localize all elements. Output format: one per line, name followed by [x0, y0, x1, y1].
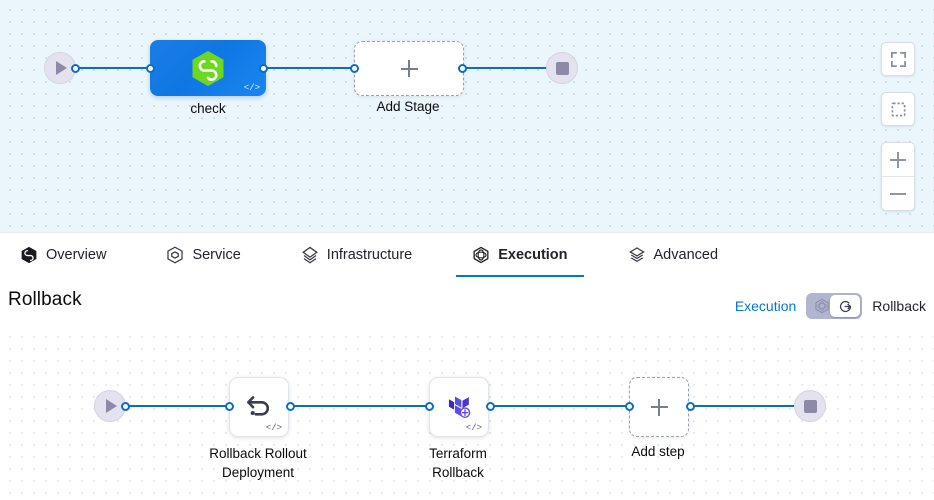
tab-label: Execution: [498, 247, 568, 263]
edge-step2-to-addstep: [490, 405, 630, 407]
rollback-arrow-icon: [839, 300, 851, 312]
rollback-canvas[interactable]: </> Rollback Rollout Deployment </> Terr…: [0, 327, 934, 500]
connector-dot: [625, 401, 634, 411]
connector-dot: [350, 63, 359, 73]
stage-canvas[interactable]: </> check Add Stage: [0, 0, 934, 232]
selection-button[interactable]: [881, 92, 915, 126]
connector-dot: [259, 63, 268, 73]
plus-icon: [650, 398, 668, 416]
page-title: Rollback: [8, 289, 82, 310]
tab-label: Advanced: [653, 247, 719, 263]
dashed-square-icon: [891, 102, 905, 116]
tab-label: Service: [192, 247, 241, 263]
rollback-end-node[interactable]: [794, 390, 826, 422]
tab-infrastructure[interactable]: Infrastructure: [295, 233, 418, 278]
connector-dot: [286, 401, 295, 411]
expand-icon: [890, 51, 906, 67]
edge-step1-to-step2: [290, 405, 430, 407]
tab-label: Infrastructure: [326, 247, 413, 263]
edge-start-to-check: [74, 67, 156, 69]
add-stage-label: Add Stage: [376, 99, 440, 114]
tab-label: Overview: [46, 247, 107, 263]
play-icon: [106, 399, 117, 413]
tab-execution[interactable]: Execution: [456, 233, 584, 278]
edge-addstage-to-end: [459, 67, 554, 69]
toggle-switch[interactable]: [806, 293, 863, 319]
zoom-controls: [881, 142, 915, 211]
plus-icon: [400, 60, 418, 77]
rollback-start-node[interactable]: [94, 390, 126, 422]
play-icon: [56, 61, 67, 75]
code-badge: </>: [265, 423, 282, 433]
toggle-label-rollback[interactable]: Rollback: [872, 298, 926, 314]
stop-icon: [555, 61, 569, 75]
step-node-terraform-rollback[interactable]: </>: [429, 377, 489, 437]
step-node-rollback-rollout-deployment[interactable]: </>: [229, 377, 289, 437]
pipeline-end-node[interactable]: [546, 52, 578, 84]
edge-addstep-to-end: [688, 405, 806, 407]
connector-dot: [225, 401, 234, 411]
service-hexagon-icon: [167, 246, 184, 264]
connector-dot: [486, 401, 495, 411]
harness-hexagon-icon: [192, 50, 224, 86]
tab-overview[interactable]: Overview: [14, 233, 112, 278]
toggle-label-execution[interactable]: Execution: [734, 298, 797, 314]
minus-icon: [890, 192, 906, 195]
advanced-stack-icon: [628, 247, 645, 263]
infrastructure-layers-icon: [301, 246, 318, 264]
rollback-header: Rollback Execution Rollback: [0, 277, 934, 327]
connector-dot: [686, 401, 695, 411]
code-badge: </>: [243, 83, 260, 93]
stage-node-check[interactable]: </>: [150, 40, 266, 96]
overview-hexagon-icon: [21, 246, 37, 264]
zoom-out-button[interactable]: [882, 176, 914, 210]
execution-icon: [473, 246, 489, 264]
connector-dot: [146, 63, 155, 73]
toggle-knob[interactable]: [830, 295, 861, 317]
step-label: Terraform Rollback: [429, 446, 487, 480]
tab-advanced[interactable]: Advanced: [622, 233, 725, 278]
fullscreen-button[interactable]: [881, 42, 915, 76]
pipeline-start-node[interactable]: [44, 52, 76, 84]
add-step-node[interactable]: [629, 377, 689, 437]
add-stage-node[interactable]: [354, 41, 464, 96]
execution-rollback-toggle: Execution Rollback: [735, 293, 926, 319]
pipeline-tabs: Overview Service Infrastructure Exe: [0, 232, 934, 278]
connector-dot: [71, 63, 80, 73]
execution-icon: [815, 298, 830, 314]
edge-start-to-step1: [124, 405, 228, 407]
stage-label-check: check: [190, 101, 226, 116]
plus-icon: [890, 151, 906, 168]
undo-arrow-icon: [247, 396, 270, 416]
add-step-label: Add step: [631, 444, 685, 459]
stop-icon: [803, 399, 817, 413]
connector-dot: [425, 401, 434, 411]
connector-dot: [458, 63, 467, 73]
code-badge: </>: [465, 423, 482, 433]
connector-dot: [121, 401, 130, 411]
tab-service[interactable]: Service: [160, 233, 246, 278]
step-label: Rollback Rollout Deployment: [209, 446, 307, 480]
edge-check-to-addstage: [261, 67, 356, 69]
terraform-icon: [448, 396, 471, 418]
zoom-in-button[interactable]: [882, 143, 914, 176]
